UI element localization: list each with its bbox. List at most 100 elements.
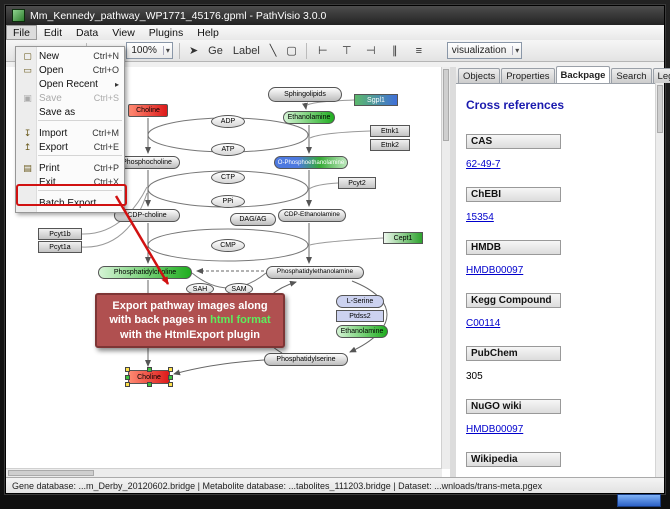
- xref-id-link[interactable]: HMDB00097: [466, 424, 524, 435]
- menu-bar-item[interactable]: Help: [197, 26, 219, 39]
- sidebar-tab[interactable]: Properties: [501, 68, 555, 83]
- align-icon: ∥: [392, 45, 398, 57]
- align-button[interactable]: ⊣: [360, 41, 382, 60]
- align-button[interactable]: ⊢: [312, 41, 334, 60]
- align-button[interactable]: ∥: [384, 41, 406, 60]
- toolbar-tool-button[interactable]: ➤: [185, 41, 202, 60]
- sidebar-tab[interactable]: Objects: [458, 68, 501, 83]
- file-menu-item[interactable]: ▭ Open Ctrl+O: [16, 63, 124, 77]
- xref-id-link[interactable]: 15354: [466, 212, 494, 223]
- file-menu-item[interactable]: Batch Export: [39, 197, 97, 209]
- pathway-node-phosphatidylcholine[interactable]: Phosphatidylcholine: [98, 266, 192, 279]
- menu-bar-item[interactable]: View: [112, 26, 135, 39]
- xref-id-link[interactable]: 62-49-7: [466, 159, 501, 170]
- xref-id-link[interactable]: HMDB00097: [466, 265, 524, 276]
- pathway-node-cept1[interactable]: Cept1: [383, 232, 423, 244]
- align-button[interactable]: ≡: [408, 41, 430, 60]
- toolbar-tool-button[interactable]: Label: [229, 41, 264, 60]
- xref-id-link[interactable]: C00114: [466, 318, 501, 329]
- pathway-node-ptdss2[interactable]: Ptdss2: [336, 310, 384, 322]
- align-button[interactable]: ⊤: [336, 41, 358, 60]
- file-menu-item[interactable]: [38, 190, 122, 195]
- file-menu-item[interactable]: ▢ New Ctrl+N: [16, 49, 124, 63]
- pathway-node-cmp[interactable]: CMP: [211, 239, 245, 252]
- file-menu-item[interactable]: ▣ Save Ctrl+S: [16, 91, 124, 105]
- callout-text: Export pathway images along with back pa…: [109, 300, 268, 327]
- file-menu-item[interactable]: Save as: [39, 106, 76, 118]
- pathway-node-atp[interactable]: ATP: [211, 143, 245, 156]
- selection-handle[interactable]: [168, 382, 173, 387]
- pathway-node-l-serine[interactable]: L-Serine: [336, 295, 384, 308]
- toolbar-tool-button[interactable]: ╲: [266, 41, 281, 60]
- menu-bar-item[interactable]: Data: [76, 26, 99, 39]
- toolbar-tool-button[interactable]: ▢: [282, 41, 300, 60]
- file-menu-item[interactable]: ↧ Import Ctrl+M: [16, 126, 124, 140]
- pathway-node-pcyt1b[interactable]: Pcyt1b: [38, 228, 82, 240]
- menu-item-icon: ↥: [23, 141, 32, 152]
- sidebar-tab[interactable]: Backpage: [555, 66, 611, 83]
- selection-handle[interactable]: [125, 367, 130, 372]
- pathway-node-ethanolamine[interactable]: Ethanolamine: [336, 325, 388, 338]
- pathway-node-pcyt1a[interactable]: Pcyt1a: [38, 241, 82, 253]
- toolbar-tool-button[interactable]: Ge: [204, 41, 227, 60]
- callout-highlight-text: html format: [210, 314, 271, 327]
- selection-handle[interactable]: [125, 375, 130, 380]
- xref-id-link[interactable]: 305: [466, 371, 483, 382]
- selection-handle[interactable]: [125, 382, 130, 387]
- xref-source-name: Wikipedia: [466, 452, 561, 467]
- file-menu-item[interactable]: Exit Ctrl+X: [39, 176, 119, 188]
- toolbar-align-group: ⊢⊤ ⊣ ∥ ≡: [311, 41, 431, 60]
- app-window: Mm_Kennedy_pathway_WP1771_45176.gpml - P…: [5, 5, 670, 494]
- pathway-node-o-phosphoethanolamine[interactable]: O-Phosphoethanolamine: [274, 156, 348, 169]
- file-menu-item[interactable]: ▤ Print Ctrl+P: [16, 161, 124, 175]
- status-bar: Gene database: ...m_Derby_20120602.bridg…: [6, 477, 664, 493]
- scrollbar-thumb[interactable]: [443, 69, 449, 141]
- align-icon: ⊣: [366, 45, 376, 57]
- sidebar-tab[interactable]: Search: [611, 68, 652, 83]
- file-menu-item[interactable]: ↥ Export Ctrl+E: [16, 140, 124, 154]
- file-menu-item[interactable]: [38, 120, 122, 125]
- pathway-node-sgpl1[interactable]: Sgpl1: [354, 94, 398, 106]
- pathway-node-phosphatidylethanolamine[interactable]: Phosphatidylethanolamine: [266, 266, 364, 279]
- pathway-node-etnk2[interactable]: Etnk2: [370, 139, 410, 151]
- file-menu-item[interactable]: Open Recent ▸: [39, 78, 119, 90]
- selection-handle[interactable]: [168, 367, 173, 372]
- selection-handle[interactable]: [168, 375, 173, 380]
- toolbar-separator: [305, 42, 307, 59]
- pathway-node-dag-ag[interactable]: DAG/AG: [230, 213, 276, 226]
- pathway-node-choline[interactable]: Choline: [128, 104, 168, 117]
- tool-icon: ▢: [286, 45, 297, 57]
- visualization-combobox[interactable]: visualization ▾: [446, 42, 523, 59]
- scrollbar-thumb[interactable]: [657, 85, 663, 133]
- file-menu-item[interactable]: [38, 155, 122, 160]
- pathway-node-adp[interactable]: ADP: [211, 115, 245, 128]
- scrollbar-thumb[interactable]: [8, 470, 94, 476]
- pathway-node-phosphocholine[interactable]: Phosphocholine: [114, 156, 180, 169]
- tool-icon: Label: [232, 44, 260, 57]
- xref-source-name: Kegg Compound: [466, 293, 561, 308]
- pathway-node-cdp-ethanolamine[interactable]: CDP-Ethanolamine: [278, 209, 346, 222]
- pathway-node-ppi[interactable]: PPi: [211, 195, 245, 208]
- annotation-callout: Export pathway images along with back pa…: [95, 293, 285, 348]
- menu-bar-item[interactable]: File: [6, 25, 37, 40]
- menu-bar-item[interactable]: Edit: [43, 26, 63, 39]
- pathway-node-sphingolipids[interactable]: Sphingolipids: [268, 87, 342, 102]
- selection-handle[interactable]: [147, 367, 152, 372]
- pathway-node-etnk1[interactable]: Etnk1: [370, 125, 410, 137]
- pathway-node-ctp[interactable]: CTP: [211, 171, 245, 184]
- toolbar-separator: [178, 42, 180, 59]
- pathway-node-ethanolamine[interactable]: Ethanolamine: [283, 111, 335, 124]
- menu-bar-item[interactable]: Plugins: [148, 26, 184, 39]
- toolbar-tools-group: ➤Ge Label ╲ ▢: [184, 41, 302, 60]
- sidebar-tab[interactable]: Legend: [652, 68, 670, 83]
- xref-section: ChEBI 15354: [466, 187, 664, 225]
- canvas-horizontal-scrollbar[interactable]: [6, 468, 442, 477]
- canvas-vertical-scrollbar[interactable]: [441, 67, 450, 469]
- pathway-canvas[interactable]: Export pathway images along with back pa…: [6, 67, 451, 477]
- pathway-node-phosphatidylserine[interactable]: Phosphatidylserine: [264, 353, 348, 366]
- selection-handle[interactable]: [147, 382, 152, 387]
- pathway-node-pcyt2[interactable]: Pcyt2: [338, 177, 376, 189]
- sidebar-vertical-scrollbar[interactable]: [655, 83, 664, 477]
- zoom-combobox[interactable]: 100% ▾: [126, 42, 173, 59]
